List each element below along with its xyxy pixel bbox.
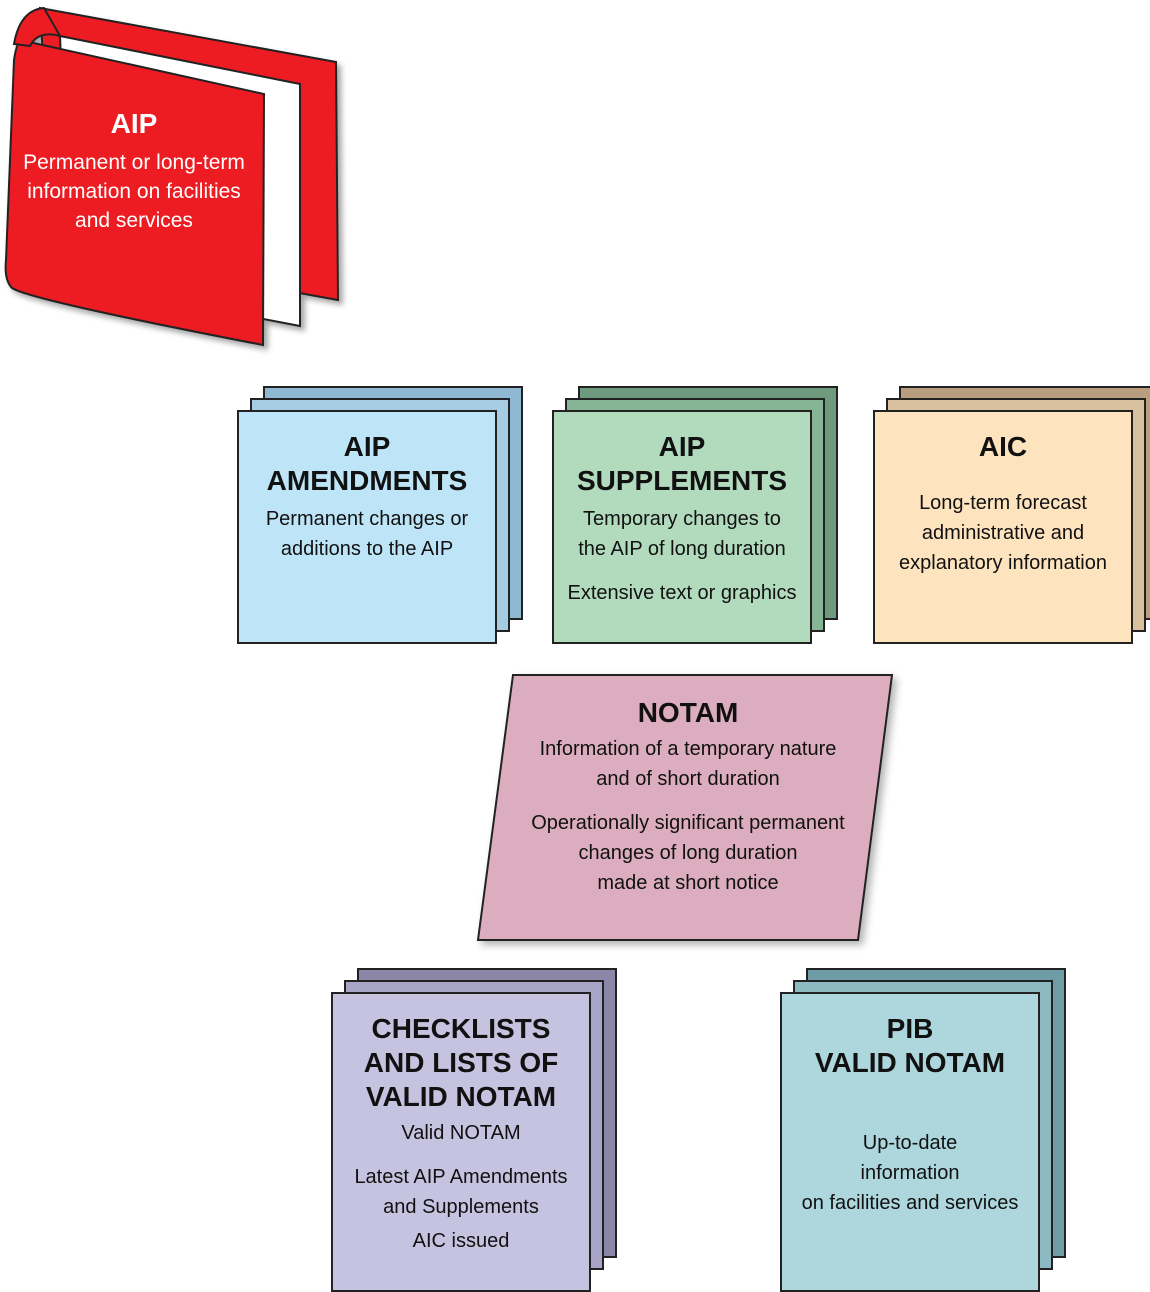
- card-text-line: administrative and: [921, 522, 1085, 544]
- notam-text-line: and of short duration: [596, 768, 780, 790]
- card-text-line: on facilities and services: [801, 1192, 1019, 1214]
- card-text-line: Temporary changes to: [583, 508, 781, 530]
- notam-title: NOTAM: [637, 697, 739, 728]
- card-title-line: AIC: [978, 431, 1028, 462]
- notam-text-line: Information of a temporary nature: [539, 738, 837, 760]
- card-text-line: information: [860, 1162, 960, 1184]
- aip-amendments-card: AIP AMENDMENTS Permanent changes or addi…: [237, 410, 497, 644]
- card-title-line: AIP: [343, 431, 391, 462]
- card-text-line: Valid NOTAM: [401, 1122, 521, 1144]
- card-title-line: AMENDMENTS: [266, 465, 468, 496]
- aip-book-graphic: [4, 6, 340, 347]
- aip-book-text: AIP Permanent or long-term information o…: [12, 108, 256, 235]
- aip-line-2: information on facilities: [27, 180, 241, 203]
- card-text-line: Extensive text or graphics: [567, 582, 797, 604]
- notam-text-line: Operationally significant permanent: [531, 812, 845, 834]
- card-text-line: Permanent changes or: [265, 508, 469, 530]
- checklists-card: CHECKLISTS AND LISTS OF VALID NOTAM Vali…: [331, 992, 591, 1292]
- card-title-line: CHECKLISTS: [371, 1013, 551, 1044]
- card-title-line: PIB: [886, 1013, 934, 1044]
- card-title-line: VALID NOTAM: [814, 1047, 1006, 1078]
- aip-supplements-card: AIP SUPPLEMENTS Temporary changes to the…: [552, 410, 812, 644]
- card-text-line: the AIP of long duration: [578, 538, 786, 560]
- card-text-line: AIC issued: [412, 1230, 510, 1252]
- card-text-line: explanatory information: [899, 552, 1107, 574]
- card-title-line: SUPPLEMENTS: [576, 465, 788, 496]
- aic-card: AIC Long-term forecast administrative an…: [873, 410, 1133, 644]
- card-title-line: VALID NOTAM: [365, 1081, 557, 1112]
- aip-line-1: Permanent or long-term: [23, 151, 245, 174]
- notam-text-line: made at short notice: [597, 872, 779, 894]
- notam-text: NOTAM Information of a temporary nature …: [510, 696, 866, 898]
- aip-line-3: and services: [75, 209, 193, 232]
- card-title-line: AND LISTS OF: [363, 1047, 559, 1078]
- card-title-line: AIP: [658, 431, 706, 462]
- book-spine: [12, 6, 63, 48]
- card-text-line: Long-term forecast: [919, 492, 1087, 514]
- notam-text-line: changes of long duration: [578, 842, 798, 864]
- aip-title: AIP: [110, 108, 158, 139]
- pib-card: PIB VALID NOTAM Up-to-date information o…: [780, 992, 1040, 1292]
- card-text-line: and Supplements: [383, 1196, 539, 1218]
- book-front-cover: [4, 38, 266, 347]
- card-text-line: Latest AIP Amendments: [354, 1166, 568, 1188]
- card-text-line: additions to the AIP: [280, 538, 454, 560]
- card-text-line: Up-to-date: [862, 1132, 958, 1154]
